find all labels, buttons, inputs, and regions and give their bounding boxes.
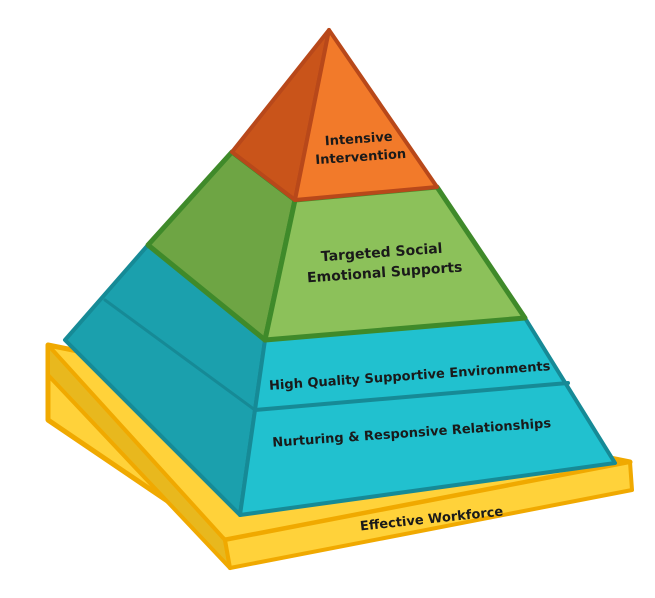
base-front-face bbox=[223, 460, 634, 570]
orange-front-face bbox=[293, 28, 439, 202]
teal-divider-left bbox=[103, 298, 257, 412]
teal-divider-front bbox=[253, 381, 570, 412]
intensive-label-line1: Intensive bbox=[324, 130, 393, 150]
tier-foundation bbox=[63, 243, 617, 517]
intensive-label-line2: Intervention bbox=[315, 147, 407, 168]
tier-intensive bbox=[230, 28, 439, 202]
tier-targeted bbox=[145, 149, 528, 343]
